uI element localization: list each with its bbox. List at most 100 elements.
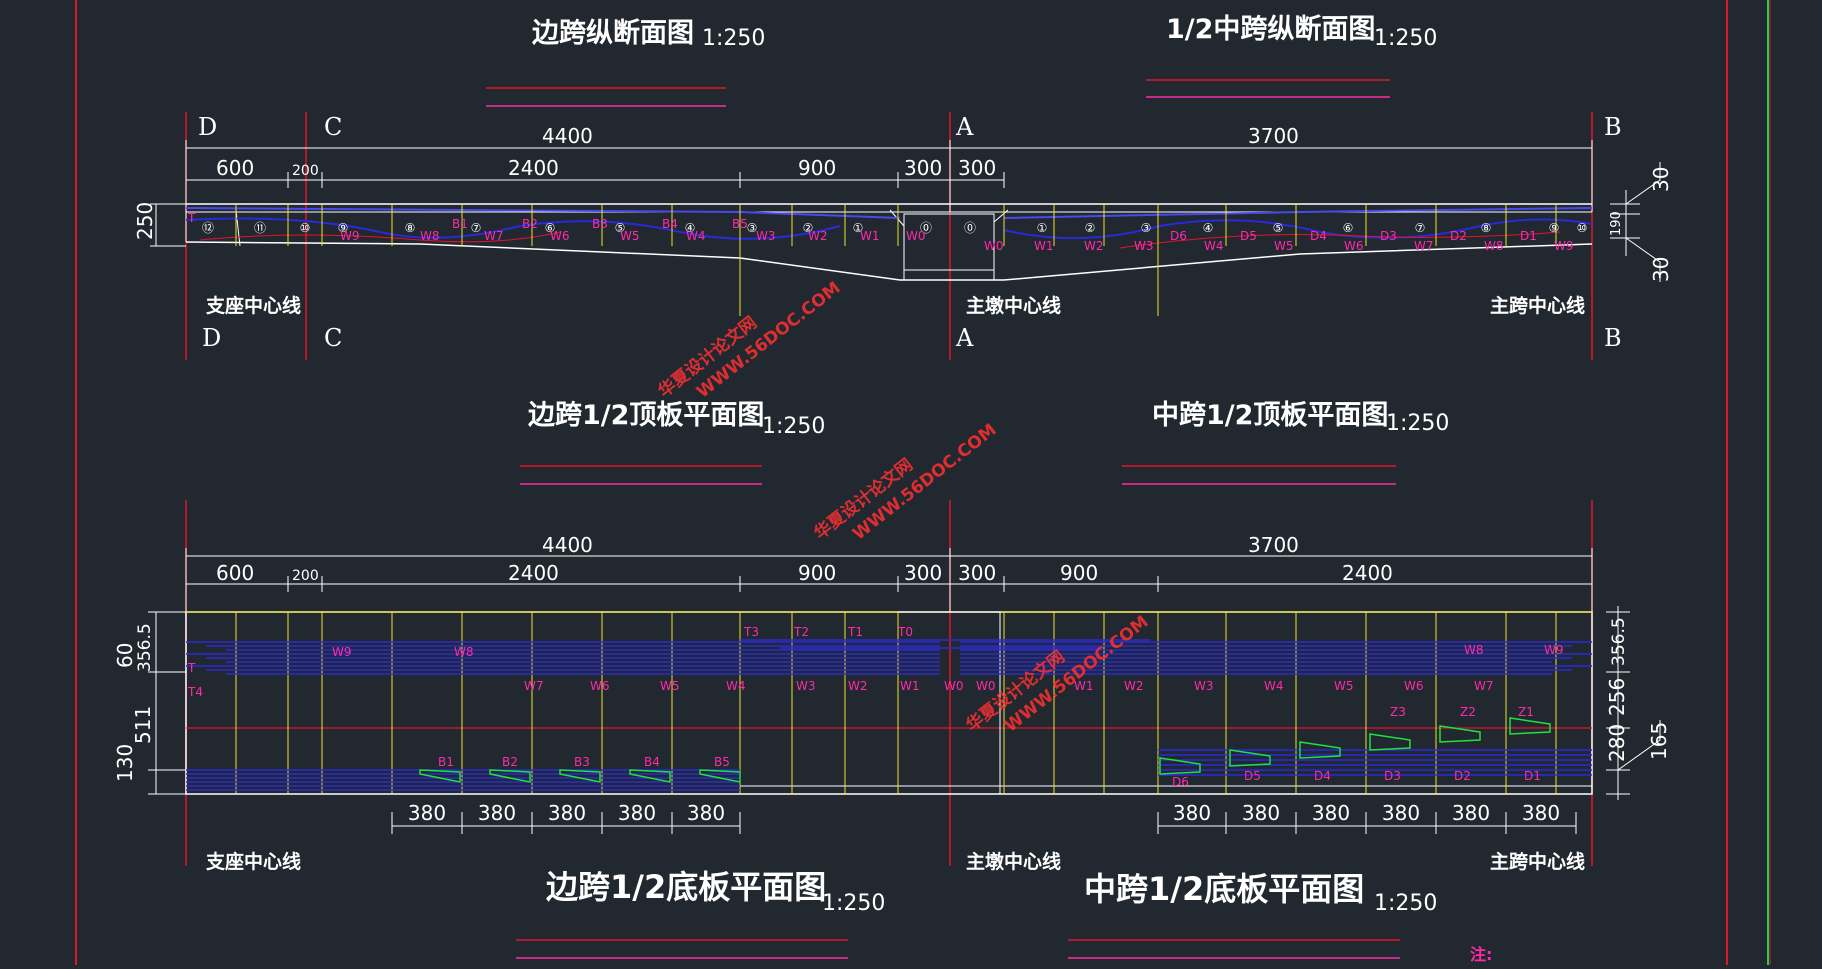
dim-300-plan-right: 300 <box>958 561 996 585</box>
plan-tag-side-web: W8 <box>454 645 474 659</box>
plan-tag-side-web: W0 <box>944 679 964 693</box>
plan-tag-mid-web: W6 <box>1404 679 1424 693</box>
dim-511-left: 511 <box>131 706 155 744</box>
segment-number-mid: ⑤ <box>1273 221 1284 235</box>
dim-total-mid-long: 3700 <box>1248 124 1299 148</box>
tendon-tag-side-web: W5 <box>620 229 640 243</box>
tendon-tag-side-web: W4 <box>686 229 706 243</box>
segment-number-side: ④ <box>685 221 696 235</box>
plan-tag-mid-web: W4 <box>1264 679 1284 693</box>
mid-centerline-upper: 主跨中心线 <box>1490 294 1585 317</box>
section-label-d-top: D <box>198 113 217 141</box>
section-label-c-top: C <box>324 113 342 141</box>
tendon-tag-side-web: W3 <box>756 229 776 243</box>
tendon-tag-mid-web: W8 <box>1484 239 1504 253</box>
scale-mid-bottom-slab: 1:250 <box>1374 891 1437 916</box>
plan-tag-closure: Z2 <box>1460 705 1476 719</box>
tendon-tag-side-web: W8 <box>420 229 440 243</box>
segment-number-side: ⑧ <box>405 221 416 235</box>
plan-tag-top: T0 <box>897 625 913 639</box>
plan-tag-mid-bottom: D5 <box>1244 769 1261 783</box>
segment-number-mid: ③ <box>1141 221 1152 235</box>
tendon-tag-mid-web: W9 <box>1554 239 1574 253</box>
dim-256-right: 256 <box>1605 678 1629 716</box>
plan-tag-end-t4: T4 <box>187 685 203 699</box>
plan-tag-side-web: W5 <box>660 679 680 693</box>
tendon-tag-side-bottom: B1 <box>452 217 468 231</box>
dim-30-top: 30 <box>1649 167 1673 192</box>
tendon-tag-side-web: W2 <box>808 229 828 243</box>
plan-tag-side-web: W1 <box>900 679 920 693</box>
segment-number-mid: ⓪ <box>964 221 976 235</box>
dim-300-long-right: 300 <box>958 156 996 180</box>
scale-mid-longitudinal: 1:250 <box>1374 26 1437 51</box>
plan-tag-top: T3 <box>743 625 759 639</box>
segment-number-side: ⓪ <box>920 221 932 235</box>
segment-number-mid: ⑨ <box>1549 221 1560 235</box>
tendon-tag-side-web: W0 <box>906 229 926 243</box>
dim-2400-plan-mid: 2400 <box>1342 561 1393 585</box>
section-label-a-top: A <box>955 113 974 141</box>
tendon-tag-mid-bottom: D1 <box>1520 229 1537 243</box>
scale-side-bottom-slab: 1:250 <box>822 891 885 916</box>
plan-height-dim-text: 356.5 60 511 130 356.5 256 280 165 <box>113 617 1671 782</box>
dim-380-mid: 380 <box>1173 801 1211 825</box>
plan-tag-mid-web: W7 <box>1474 679 1494 693</box>
plan-tag-end: T <box>187 661 196 675</box>
dim-600-long: 600 <box>216 156 254 180</box>
segment-number-mid: ⑩ <box>1577 221 1588 235</box>
segment-number-mid: ⑧ <box>1481 221 1492 235</box>
dim-380-side: 380 <box>478 801 516 825</box>
tendon-tag-mid-bottom: D3 <box>1380 229 1397 243</box>
plan-tag-mid-web: W5 <box>1334 679 1354 693</box>
tendon-tag-mid-web: W6 <box>1344 239 1364 253</box>
dim-900-long: 900 <box>798 156 836 180</box>
scale-mid-top-slab: 1:250 <box>1386 411 1449 436</box>
dim-300-plan-left: 300 <box>904 561 942 585</box>
support-centerline-lower: 支座中心线 <box>205 850 301 873</box>
section-label-c-bottom: C <box>324 324 342 352</box>
plan-tag-mid-web: W0 <box>976 679 996 693</box>
dim-280-right: 280 <box>1605 724 1629 762</box>
segment-number-side: ② <box>803 221 814 235</box>
dim-total-side-long: 4400 <box>542 124 593 148</box>
plan-tag-mid-web: W8 <box>1464 643 1484 657</box>
dim-250-height: 250 <box>133 202 157 240</box>
tendon-tag-mid-web: W4 <box>1204 239 1224 253</box>
segment-number-side: ⑨ <box>338 221 349 235</box>
drawing-frame <box>75 0 1771 965</box>
plan-tag-side-web: W9 <box>332 645 352 659</box>
tendon-tag-mid-bottom: D2 <box>1450 229 1467 243</box>
plan-tag-side-bottom: B1 <box>438 755 454 769</box>
longitudinal-height-dims: 250 30 190 30 <box>133 162 1673 282</box>
segment-number-side: ③ <box>747 221 758 235</box>
plan-tag-top: T2 <box>793 625 809 639</box>
dim-total-side-plan: 4400 <box>542 533 593 557</box>
dim-356-5-left: 356.5 <box>135 623 155 672</box>
dim-380-side: 380 <box>618 801 656 825</box>
support-centerline-upper: 支座中心线 <box>205 294 301 317</box>
segment-number-mid: ⑥ <box>1343 221 1354 235</box>
centerline-labels-lower: 支座中心线 主墩中心线 主跨中心线 <box>205 850 1585 873</box>
segment-number-side: ⑤ <box>615 221 626 235</box>
dim-380-mid: 380 <box>1312 801 1350 825</box>
tendon-tag-mid-web: W1 <box>1034 239 1054 253</box>
plan-tag-side-web: W4 <box>726 679 746 693</box>
plan-tag-side-bottom: B5 <box>714 755 730 769</box>
tendon-tag-mid-web: W7 <box>1414 239 1434 253</box>
section-label-d-bottom: D <box>202 324 221 352</box>
plan-tag-side-web: W7 <box>524 679 544 693</box>
plan-tag-side-web: W2 <box>848 679 868 693</box>
tendon-tag-mid-web: W5 <box>1274 239 1294 253</box>
segment-number-mid: ① <box>1037 221 1048 235</box>
tendon-tag-mid-bottom: D6 <box>1170 229 1187 243</box>
scale-side-top-slab: 1:250 <box>762 414 825 439</box>
plan-tag-mid-bottom: D2 <box>1454 769 1471 783</box>
dim-380-mid: 380 <box>1522 801 1560 825</box>
plan-tag-closure: Z3 <box>1390 705 1406 719</box>
plan-tag-mid-bottom: D3 <box>1384 769 1401 783</box>
